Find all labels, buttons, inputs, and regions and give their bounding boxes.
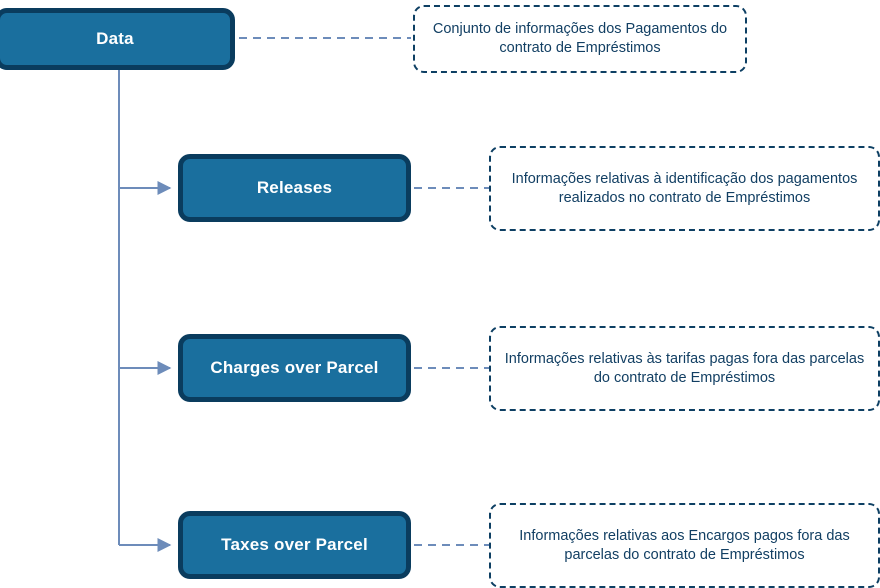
note-text-charges-over-parcel: Informações relativas às tarifas pagas f… (504, 350, 865, 386)
node-label-taxes-over-parcel: Taxes over Parcel (221, 535, 368, 554)
node-label-data: Data (96, 29, 134, 48)
note-charges-over-parcel: Informações relativas às tarifas pagas f… (489, 326, 880, 411)
note-text-data: Conjunto de informações dos Pagamentos d… (432, 21, 728, 56)
node-taxes-over-parcel[interactable]: Taxes over Parcel (178, 511, 411, 579)
node-label-releases: Releases (256, 178, 333, 197)
note-data: Conjunto de informações dos Pagamentos d… (413, 5, 747, 73)
note-releases: Informações relativas à identificação do… (489, 146, 880, 231)
note-text-taxes-over-parcel: Informações relativas aos Encargos pagos… (519, 527, 850, 563)
node-label-charges-over-parcel: Charges over Parcel (210, 358, 379, 377)
node-data[interactable]: Data (0, 8, 235, 70)
note-text-releases: Informações relativas à identificação do… (511, 170, 858, 206)
node-releases[interactable]: Releases (178, 154, 411, 222)
node-charges-over-parcel[interactable]: Charges over Parcel (178, 334, 411, 402)
note-taxes-over-parcel: Informações relativas aos Encargos pagos… (489, 503, 880, 588)
